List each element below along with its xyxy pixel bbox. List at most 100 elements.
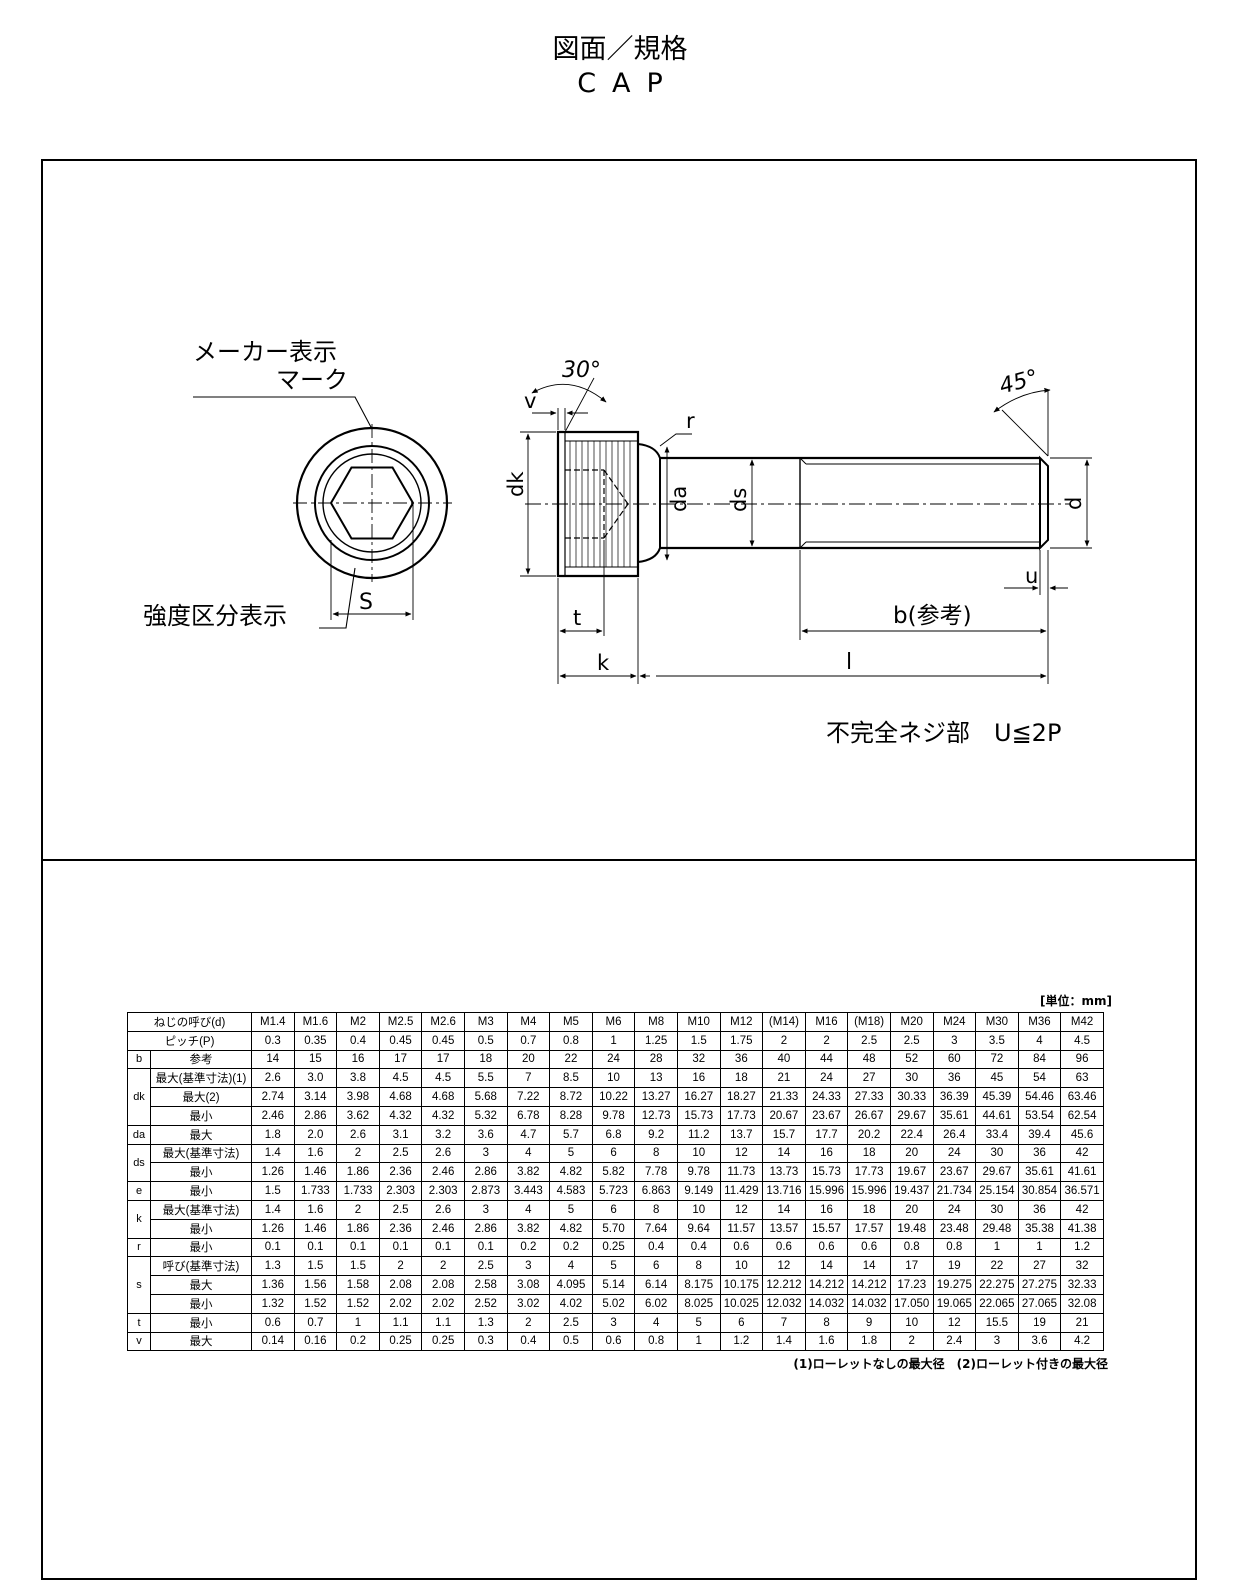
table-cell: 0.16 (293, 1331, 338, 1352)
table-cell: 2.36 (378, 1162, 423, 1183)
table-cell: 4 (506, 1143, 551, 1164)
row-label: ピッチ(P) (127, 1030, 252, 1051)
table-cell: 4.68 (378, 1087, 423, 1107)
table-cell: 0.2 (336, 1331, 380, 1352)
table-cell: 32.33 (1060, 1275, 1104, 1295)
row-symbol: s (127, 1256, 151, 1314)
table-cell: 1.4 (762, 1331, 806, 1352)
table-cell: 9.78 (591, 1105, 636, 1126)
table-cell: 36 (1017, 1143, 1062, 1164)
table-cell: 1.2 (1060, 1237, 1104, 1258)
size-header: M10 (676, 1012, 721, 1032)
table-cell: 19 (932, 1256, 977, 1277)
table-cell: 11.2 (676, 1124, 721, 1145)
table-cell: 17 (889, 1256, 934, 1277)
table-cell: 19.275 (932, 1275, 977, 1295)
k-label: k (597, 651, 610, 675)
table-cell: 1.6 (293, 1143, 338, 1164)
table-cell: 2.02 (421, 1293, 465, 1314)
table-cell: 4.32 (421, 1105, 465, 1126)
table-cell: 32 (676, 1049, 721, 1070)
table-cell: 4 (1017, 1030, 1062, 1051)
table-cell: 3.0 (293, 1068, 338, 1089)
side-view (520, 377, 1092, 684)
table-cell: 30 (975, 1199, 1019, 1220)
table-cell: 27 (847, 1068, 891, 1089)
table-cell: 27.275 (1017, 1275, 1062, 1295)
table-cell: 2.5 (378, 1199, 423, 1220)
table-cell: 17.73 (847, 1162, 891, 1183)
table-cell: 1.46 (293, 1162, 338, 1183)
table-cell: 4.82 (549, 1162, 593, 1183)
table-cell: 2.86 (293, 1105, 338, 1126)
table-cell: 2 (336, 1199, 380, 1220)
row-label: 最小 (150, 1218, 252, 1239)
table-cell: 0.4 (336, 1030, 380, 1051)
table-cell: 1.86 (336, 1162, 380, 1183)
table-cell: 2.6 (421, 1143, 465, 1164)
table-cell: 12 (762, 1256, 806, 1277)
table-cell: 3.5 (975, 1030, 1019, 1051)
table-cell: 5.5 (463, 1068, 508, 1089)
table-cell: 32 (1060, 1256, 1104, 1277)
table-cell: 0.45 (421, 1030, 465, 1051)
table-cell: 5.82 (591, 1162, 636, 1183)
table-cell: 44 (804, 1049, 849, 1070)
table-cell: 5.723 (591, 1181, 636, 1201)
size-header: M24 (932, 1012, 977, 1032)
table-cell: 8.025 (676, 1293, 721, 1314)
table-cell: 26.4 (932, 1124, 977, 1145)
table-cell: 0.1 (336, 1237, 380, 1258)
table-cell: 63 (1060, 1068, 1104, 1089)
table-cell: 10.175 (719, 1275, 764, 1295)
strength-class-label: 強度区分表示 (143, 602, 287, 630)
table-cell: 19 (1017, 1312, 1062, 1333)
table-cell: 10.22 (591, 1087, 636, 1107)
table-cell: 17.73 (719, 1105, 764, 1126)
table-cell: 0.6 (847, 1237, 891, 1258)
table-cell: 3.1 (378, 1124, 423, 1145)
table-cell: 4.583 (549, 1181, 593, 1201)
table-cell: 24 (932, 1199, 977, 1220)
table-cell: 2.46 (251, 1105, 295, 1126)
table-cell: 3.8 (336, 1068, 380, 1089)
table-cell: 17.7 (804, 1124, 849, 1145)
table-cell: 22 (975, 1256, 1019, 1277)
table-cell: 14.032 (804, 1293, 849, 1314)
header-label: ねじの呼び(d) (127, 1012, 252, 1032)
table-cell: 22.275 (975, 1275, 1019, 1295)
table-cell: 48 (847, 1049, 891, 1070)
table-cell: 2.58 (463, 1275, 508, 1295)
table-cell: 1.5 (251, 1181, 295, 1201)
table-cell: 3.6 (1017, 1331, 1062, 1352)
table-cell: 2.303 (378, 1181, 423, 1201)
table-cell: 45.39 (975, 1087, 1019, 1107)
table-cell: 2.86 (463, 1162, 508, 1183)
table-cell: 2.08 (378, 1275, 423, 1295)
table-cell: 3 (463, 1199, 508, 1220)
table-cell: 60 (932, 1049, 977, 1070)
table-cell: 5.14 (591, 1275, 636, 1295)
table-cell: 18 (719, 1068, 764, 1089)
table-cell: 15.996 (847, 1181, 891, 1201)
table-cell: 15.5 (975, 1312, 1019, 1333)
table-cell: 1.52 (336, 1293, 380, 1314)
table-cell: 5.02 (591, 1293, 636, 1314)
table-cell: 45.6 (1060, 1124, 1104, 1145)
table-cell: 15.57 (804, 1218, 849, 1239)
table-cell: 42 (1060, 1199, 1104, 1220)
drawing-frame (41, 159, 1197, 1580)
table-cell: 1.86 (336, 1218, 380, 1239)
table-cell: 0.5 (549, 1331, 593, 1352)
table-cell: 3.82 (506, 1162, 551, 1183)
table-cell: 14.212 (847, 1275, 891, 1295)
size-header: M1.6 (293, 1012, 338, 1032)
table-cell: 19.67 (889, 1162, 934, 1183)
ds-label: ds (727, 488, 751, 512)
table-cell: 6.863 (634, 1181, 678, 1201)
table-cell: 26.67 (847, 1105, 891, 1126)
table-cell: 6.8 (591, 1124, 636, 1145)
